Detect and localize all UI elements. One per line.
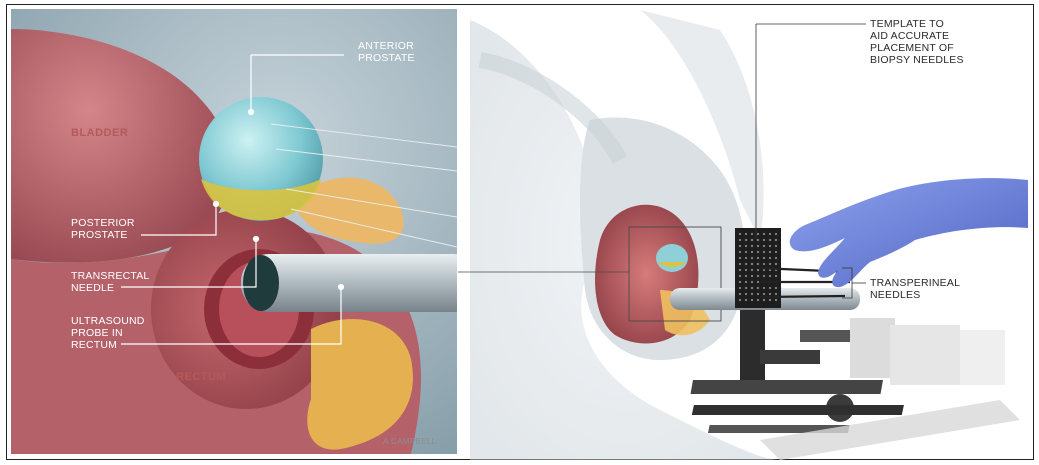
template-hole [739,275,741,277]
template-hole [739,233,741,235]
template-hole [763,251,765,253]
template-hole [745,299,747,301]
label-rectum: RECTUM [176,371,226,383]
template-hole [763,263,765,265]
template-hole [745,269,747,271]
template-hole [775,263,777,265]
label-template: TEMPLATE TO AID ACCURATE PLACEMENT OF BI… [870,18,964,66]
template-hole [739,293,741,295]
template-hole [775,251,777,253]
anatomy-inset: ANTERIOR PROSTATE BLADDER POSTERIOR PROS… [11,9,457,454]
template-hole [751,251,753,253]
template-hole [745,251,747,253]
template-hole [739,299,741,301]
template-hole [769,245,771,247]
template-hole [739,269,741,271]
template-hole [769,275,771,277]
template-hole [757,281,759,283]
template-hole [763,287,765,289]
template-hole [745,233,747,235]
stepper-stand [691,310,1020,460]
label-posterior-prostate: POSTERIOR PROSTATE [71,217,135,241]
template-hole [751,239,753,241]
template-hole [757,263,759,265]
template-hole [751,287,753,289]
template-hole [769,299,771,301]
template-hole [751,299,753,301]
template-hole [739,251,741,253]
template-hole [745,257,747,259]
template-hole [757,269,759,271]
template-hole [757,257,759,259]
template-hole [751,269,753,271]
template-hole [757,251,759,253]
template-hole [739,245,741,247]
template-hole [745,239,747,241]
template-hole [757,299,759,301]
template-hole [769,257,771,259]
template-hole [775,257,777,259]
gloved-hand [790,178,1028,287]
template-hole [763,245,765,247]
template-hole [769,293,771,295]
label-transrectal-needle: TRANSRECTAL NEEDLE [71,270,149,294]
label-anterior-prostate: ANTERIOR PROSTATE [358,40,415,64]
template-hole [757,245,759,247]
template-hole [763,275,765,277]
template-hole [775,299,777,301]
template-hole [763,233,765,235]
template-hole [751,257,753,259]
template-hole [775,293,777,295]
template-hole [769,263,771,265]
template-hole [769,251,771,253]
template-hole [757,293,759,295]
template-hole [739,281,741,283]
template-hole [775,245,777,247]
template-hole [775,275,777,277]
artist-signature: A.CAMPBELL [383,437,436,446]
template-hole [745,245,747,247]
template-hole [751,275,753,277]
template-hole [775,287,777,289]
template-hole [757,287,759,289]
template-hole [751,293,753,295]
label-bladder: BLADDER [71,127,128,139]
template-hole [751,263,753,265]
label-transperineal-needles: TRANSPERINEAL NEEDLES [870,277,960,301]
template-hole [745,263,747,265]
template-hole [769,239,771,241]
template-hole [769,287,771,289]
template-hole [745,275,747,277]
template-hole [763,293,765,295]
template-hole [745,287,747,289]
template-hole [757,275,759,277]
template-hole [739,263,741,265]
template-hole [763,257,765,259]
template-hole [751,281,753,283]
template-hole [769,233,771,235]
template-hole [745,281,747,283]
template-hole [763,239,765,241]
template-hole [745,293,747,295]
template-hole [751,233,753,235]
template-hole [763,299,765,301]
template-hole [739,257,741,259]
template-hole [739,239,741,241]
template-hole [775,233,777,235]
label-ultrasound-probe: ULTRASOUND PROBE IN RECTUM [71,315,145,351]
template-hole [751,245,753,247]
template-hole [739,287,741,289]
template-hole [757,233,759,235]
template-hole [757,239,759,241]
template-hole [775,239,777,241]
